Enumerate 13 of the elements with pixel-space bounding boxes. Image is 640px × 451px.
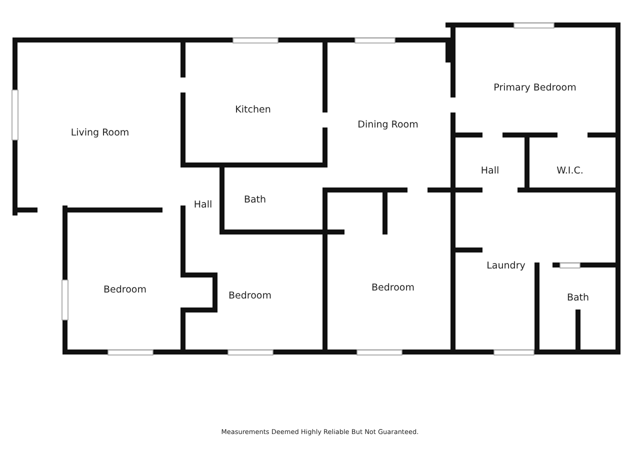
room-label: Primary Bedroom: [494, 82, 576, 94]
room-label: Bath: [566, 292, 590, 304]
room-label: Bedroom: [372, 282, 414, 294]
room-label: Hall: [480, 166, 500, 176]
room-label: Kitchen: [235, 104, 271, 116]
room-label: Laundry: [486, 260, 526, 272]
room-label: Dining Room: [358, 120, 418, 130]
room-label: Bedroom: [228, 290, 272, 302]
room-label: Bedroom: [104, 284, 146, 296]
room-label: Bath: [244, 194, 266, 206]
room-label: Hall: [194, 200, 212, 210]
room-label: Living Room: [70, 128, 130, 138]
room-label: W.I.C.: [556, 166, 584, 176]
